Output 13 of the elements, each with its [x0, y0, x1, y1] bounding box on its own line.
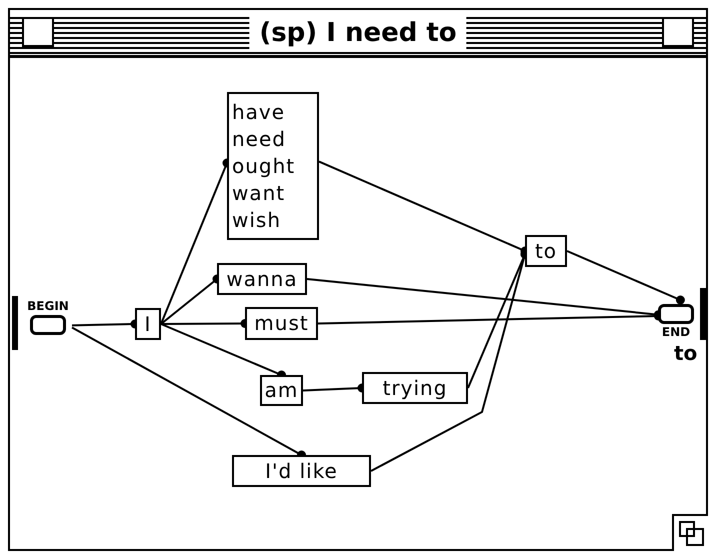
word-box: am [260, 375, 303, 406]
word-box: trying [362, 372, 468, 404]
terminal-label: END [662, 326, 690, 338]
terminal-label: BEGIN [27, 300, 69, 312]
word-box: wanna [217, 263, 307, 295]
word-box: to [525, 235, 567, 267]
state-label: to [674, 342, 698, 364]
word-box: I'd like [232, 455, 371, 487]
word-box: must [245, 307, 318, 340]
word-list-box: have need ought want wish [227, 92, 319, 240]
connector-line [566, 250, 685, 304]
word-box: I [135, 308, 161, 340]
window-title: (sp) I need to [249, 14, 467, 52]
